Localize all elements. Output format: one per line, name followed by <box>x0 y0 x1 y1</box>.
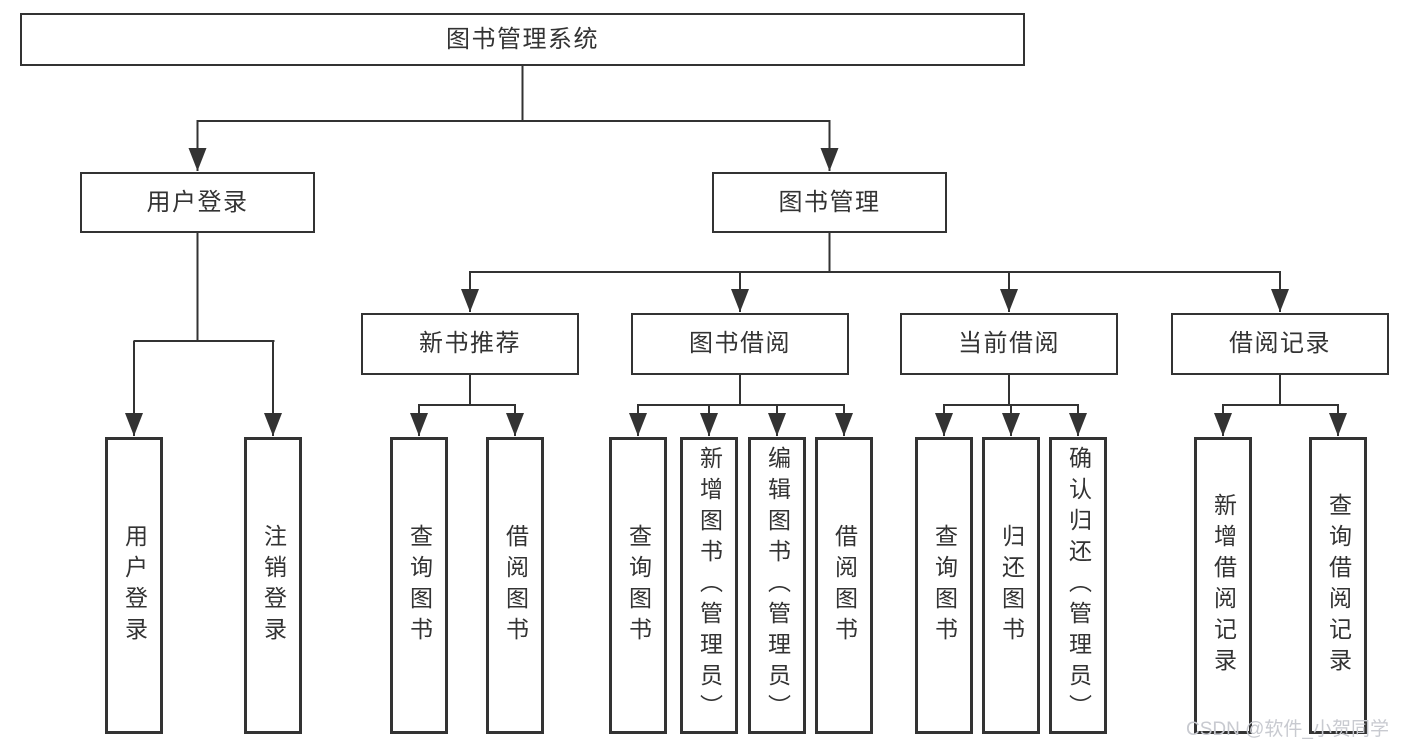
connector-borrow-records <box>1214 375 1347 436</box>
connector-new-book-recommend <box>410 375 524 436</box>
node-borrow-records: 借阅记录 <box>1171 313 1389 375</box>
leaf-user-login-label: 用户登录 <box>121 523 148 648</box>
csdn-watermark: CSDN @软件_小贺同学 <box>1186 719 1389 740</box>
connector-book-borrow <box>629 375 853 436</box>
node-book-management: 图书管理 <box>712 172 947 233</box>
connector-book-management <box>461 233 1289 312</box>
node-new-book-recommend: 新书推荐 <box>361 313 579 375</box>
leaf-current-confirm-return-admin-label: 确认归还（管理员） <box>1065 446 1092 725</box>
leaf-borrow-query-books: 查询图书 <box>609 437 667 734</box>
leaf-borrow-add-books-admin-label: 新增图书（管理员） <box>696 446 723 725</box>
node-book-borrow-label: 图书借阅 <box>689 330 791 357</box>
connector-user-login <box>125 233 282 436</box>
node-root: 图书管理系统 <box>20 13 1025 66</box>
connector-current-borrow <box>935 375 1087 436</box>
leaf-records-query-record: 查询借阅记录 <box>1309 437 1367 734</box>
leaf-user-login: 用户登录 <box>105 437 163 734</box>
node-book-borrow: 图书借阅 <box>631 313 849 375</box>
leaf-current-query-books: 查询图书 <box>915 437 973 734</box>
leaf-borrow-borrow-books: 借阅图书 <box>815 437 873 734</box>
node-book-management-label: 图书管理 <box>778 188 881 216</box>
node-borrow-records-label: 借阅记录 <box>1229 330 1331 357</box>
leaf-recommend-borrow-books-label: 借阅图书 <box>502 523 529 648</box>
leaf-logout-label: 注销登录 <box>260 523 287 648</box>
leaf-records-add-record: 新增借阅记录 <box>1194 437 1252 734</box>
leaf-records-add-record-label: 新增借阅记录 <box>1210 492 1237 679</box>
leaf-borrow-borrow-books-label: 借阅图书 <box>831 523 858 648</box>
leaf-current-return-books-label: 归还图书 <box>998 523 1025 648</box>
leaf-borrow-edit-books-admin: 编辑图书（管理员） <box>748 437 806 734</box>
node-current-borrow: 当前借阅 <box>900 313 1118 375</box>
leaf-borrow-edit-books-admin-label: 编辑图书（管理员） <box>764 446 791 725</box>
connector-root <box>188 66 839 171</box>
leaf-borrow-add-books-admin: 新增图书（管理员） <box>680 437 738 734</box>
node-root-label: 图书管理系统 <box>446 25 599 53</box>
leaf-recommend-query-books: 查询图书 <box>390 437 448 734</box>
node-user-login-label: 用户登录 <box>146 188 249 216</box>
leaf-current-confirm-return-admin: 确认归还（管理员） <box>1049 437 1107 734</box>
node-new-book-recommend-label: 新书推荐 <box>419 330 521 357</box>
leaf-current-return-books: 归还图书 <box>982 437 1040 734</box>
leaf-records-query-record-label: 查询借阅记录 <box>1325 492 1352 679</box>
node-user-login: 用户登录 <box>80 172 315 233</box>
leaf-borrow-query-books-label: 查询图书 <box>625 523 652 648</box>
leaf-current-query-books-label: 查询图书 <box>931 523 958 648</box>
leaf-recommend-query-books-label: 查询图书 <box>406 523 433 648</box>
leaf-logout: 注销登录 <box>244 437 302 734</box>
leaf-recommend-borrow-books: 借阅图书 <box>486 437 544 734</box>
node-current-borrow-label: 当前借阅 <box>958 330 1060 357</box>
